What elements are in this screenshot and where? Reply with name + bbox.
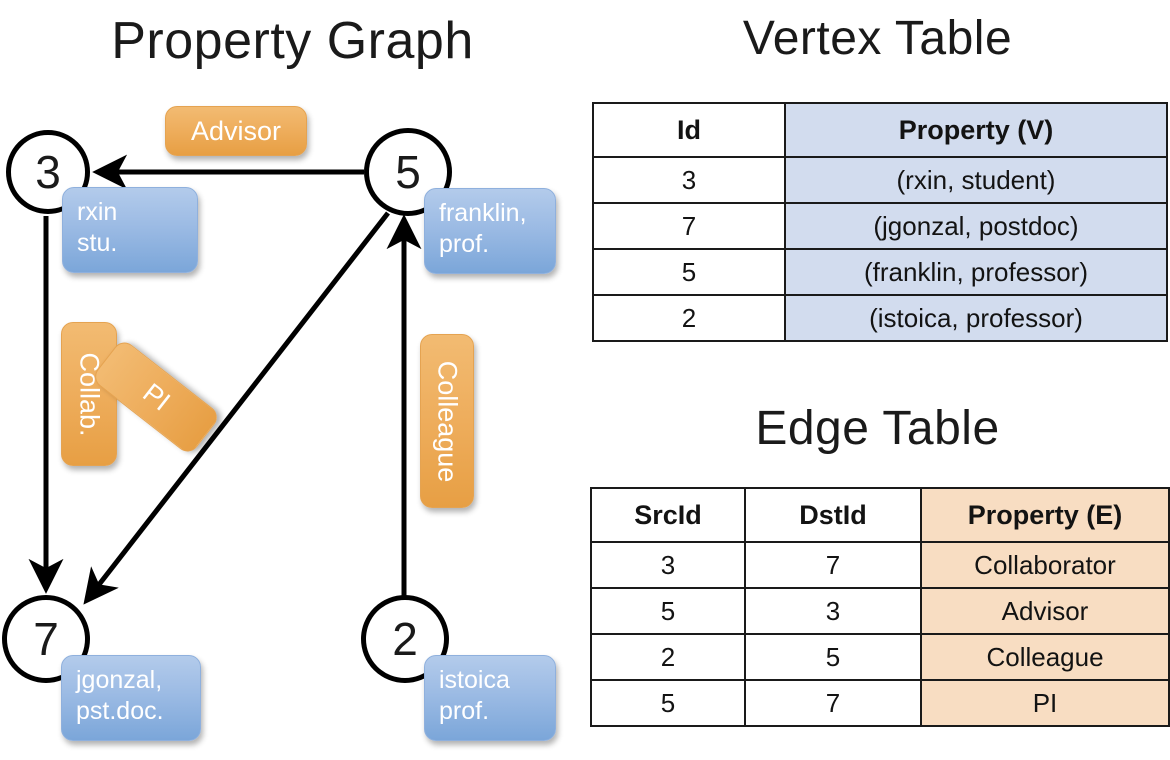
vertex-cell-id: 7 <box>592 202 786 250</box>
page-title-vertex-table: Vertex Table <box>742 12 1013 65</box>
table-row[interactable]: 5 3 Advisor <box>590 587 1170 635</box>
edge-table-header-property: Property (E) <box>920 487 1170 543</box>
graph-node-7-label: 7 <box>33 613 59 665</box>
table-row[interactable]: 2 (istoica, professor) <box>592 294 1168 342</box>
edge-cell-dst: 7 <box>744 541 922 589</box>
edge-table-header-dstid: DstId <box>744 487 922 543</box>
graph-node-5-label: 5 <box>395 146 421 198</box>
edge-table: SrcId DstId Property (E) 3 7 Collaborato… <box>590 487 1170 727</box>
vertex-cell-property: (franklin, professor) <box>784 248 1168 296</box>
vertex-cell-id: 3 <box>592 156 786 204</box>
vertex-chip-istoica-line1: istoica <box>439 666 510 694</box>
edge-cell-dst: 3 <box>744 587 922 635</box>
edge-cell-src: 2 <box>590 633 746 681</box>
page-title-edge-table: Edge Table <box>755 402 1000 455</box>
edge-chip-collab[interactable]: Collab. <box>61 322 117 466</box>
edge-cell-property: Colleague <box>920 633 1170 681</box>
page-title-property-graph: Property Graph <box>111 12 474 70</box>
table-row[interactable]: 5 7 PI <box>590 679 1170 727</box>
vertex-cell-id: 5 <box>592 248 786 296</box>
table-row[interactable]: 3 (rxin, student) <box>592 156 1168 204</box>
edge-cell-dst: 5 <box>744 633 922 681</box>
vertex-chip-jgonzal-line2: pst.doc. <box>76 696 164 725</box>
property-graph-diagram: 3 5 7 2 rxin stu. franklin, prof. jgonza… <box>2 106 556 741</box>
vertex-chip-rxin[interactable]: rxin stu. <box>62 187 198 273</box>
edge-cell-property: Advisor <box>920 587 1170 635</box>
vertex-chip-rxin-line2: stu. <box>77 228 118 257</box>
vertex-chip-istoica[interactable]: istoica prof. <box>424 655 556 741</box>
vertex-table: Id Property (V) 3 (rxin, student) 7 (jgo… <box>592 102 1168 342</box>
vertex-chip-franklin-line1: franklin, <box>439 199 527 227</box>
edge-cell-property: PI <box>920 679 1170 727</box>
edge-cell-property: Collaborator <box>920 541 1170 589</box>
vertex-chip-jgonzal-line1: jgonzal, <box>76 666 163 694</box>
vertex-chip-rxin-line1: rxin <box>77 198 118 226</box>
edge-cell-src: 5 <box>590 679 746 727</box>
vertex-table-header-property: Property (V) <box>784 102 1168 158</box>
edge-chip-advisor[interactable]: Advisor <box>165 106 307 156</box>
vertex-chip-istoica-line2: prof. <box>439 696 490 725</box>
edge-chip-colleague[interactable]: Colleague <box>420 334 474 508</box>
vertex-chip-jgonzal[interactable]: jgonzal, pst.doc. <box>61 655 201 741</box>
edge-table-header-srcid: SrcId <box>590 487 746 543</box>
edge-chip-colleague-label: Colleague <box>432 360 463 482</box>
edge-chip-advisor-label: Advisor <box>190 115 282 146</box>
edge-cell-dst: 7 <box>744 679 922 727</box>
edge-5-to-7-pi <box>83 211 390 605</box>
graph-node-2[interactable]: 2 <box>361 595 449 683</box>
graph-node-3-label: 3 <box>35 146 61 198</box>
table-row[interactable]: 5 (franklin, professor) <box>592 248 1168 296</box>
vertex-table-header-row: Id Property (V) <box>592 102 1168 158</box>
table-row[interactable]: 7 (jgonzal, postdoc) <box>592 202 1168 250</box>
table-row[interactable]: 3 7 Collaborator <box>590 541 1170 589</box>
vertex-cell-id: 2 <box>592 294 786 342</box>
vertex-chip-franklin-line2: prof. <box>439 229 490 258</box>
graph-edges-layer <box>28 154 422 605</box>
edge-table-header-row: SrcId DstId Property (E) <box>590 487 1170 543</box>
table-row[interactable]: 2 5 Colleague <box>590 633 1170 681</box>
graph-node-5[interactable]: 5 <box>364 128 452 216</box>
edge-cell-src: 5 <box>590 587 746 635</box>
vertex-cell-property: (rxin, student) <box>784 156 1168 204</box>
vertex-cell-property: (istoica, professor) <box>784 294 1168 342</box>
vertex-cell-property: (jgonzal, postdoc) <box>784 202 1168 250</box>
edge-chip-pi-label: PI <box>137 376 176 417</box>
graph-node-2-label: 2 <box>392 613 418 665</box>
vertex-chip-franklin[interactable]: franklin, prof. <box>424 188 556 274</box>
edge-cell-src: 3 <box>590 541 746 589</box>
vertex-table-header-id: Id <box>592 102 786 158</box>
